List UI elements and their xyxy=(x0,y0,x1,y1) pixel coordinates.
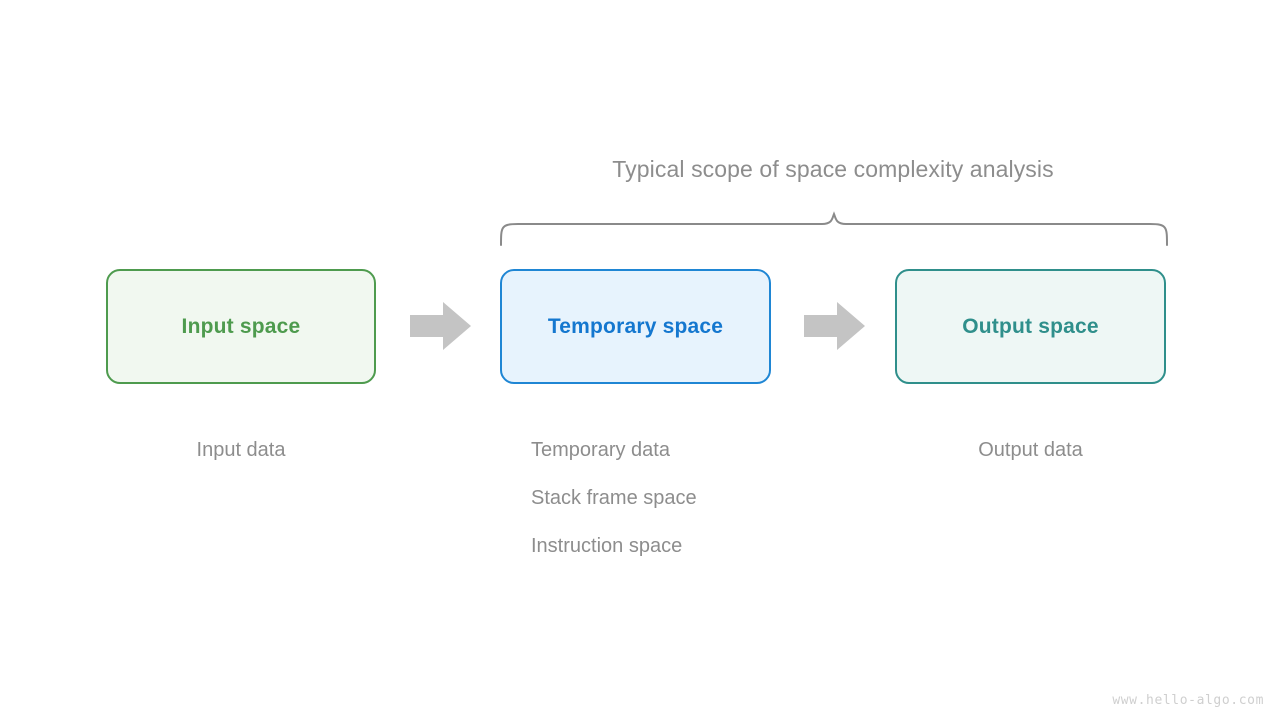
box-temporary-space[interactable]: Temporary space xyxy=(500,269,771,384)
box-output-space[interactable]: Output space xyxy=(895,269,1166,384)
caption-stack-frame-space: Stack frame space xyxy=(531,487,697,509)
caption-output-data: Output data xyxy=(978,439,1083,461)
caption-instruction-space: Instruction space xyxy=(531,535,683,557)
box-input-space-label: Input space xyxy=(181,314,301,338)
box-output-space-label: Output space xyxy=(962,314,1099,338)
right-arrow-icon xyxy=(804,302,865,350)
curly-brace-icon xyxy=(500,211,1168,246)
caption-list-temporary: Temporary data Stack frame space Instruc… xyxy=(531,426,697,570)
watermark: www.hello-algo.com xyxy=(1112,693,1264,708)
box-input-space[interactable]: Input space xyxy=(106,269,376,384)
caption-temporary-data: Temporary data xyxy=(531,439,670,461)
caption-input-data: Input data xyxy=(196,439,286,461)
scope-title: Typical scope of space complexity analys… xyxy=(612,156,1054,182)
right-arrow-icon xyxy=(410,302,471,350)
box-temporary-space-label: Temporary space xyxy=(547,314,724,338)
